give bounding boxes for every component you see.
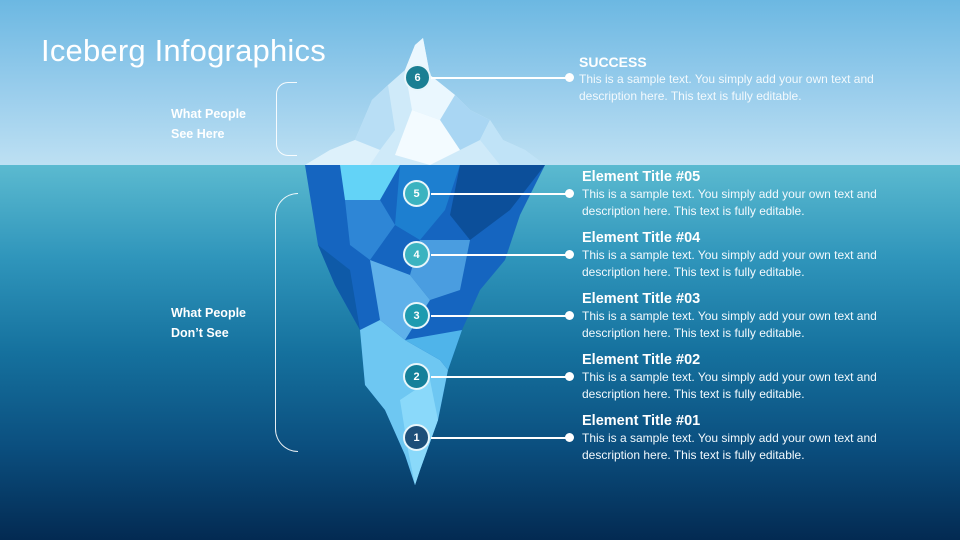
- item-title: Element Title #05: [582, 169, 701, 185]
- desc-line: description here. This text is fully edi…: [582, 204, 805, 218]
- above-label-line2: See Here: [171, 127, 225, 141]
- info-item-1: Element Title #01 This is a sample text.…: [582, 412, 902, 464]
- desc-line: This is a sample text. You simply add yo…: [579, 72, 874, 86]
- connector-dot-3: [565, 311, 574, 320]
- connector-dot-2: [565, 372, 574, 381]
- info-item-4: Element Title #04 This is a sample text.…: [582, 229, 902, 281]
- step-badge-5: 5: [403, 180, 430, 207]
- connector-dot-1: [565, 433, 574, 442]
- item-title: Element Title #04: [582, 230, 701, 246]
- item-description: This is a sample text. You simply add yo…: [582, 247, 902, 281]
- item-title: Element Title #03: [582, 291, 701, 307]
- desc-line: This is a sample text. You simply add yo…: [582, 370, 877, 384]
- desc-line: description here. This text is fully edi…: [582, 326, 805, 340]
- item-description: This is a sample text. You simply add yo…: [579, 71, 899, 105]
- above-water-bracket: [276, 82, 297, 156]
- connector-line-2: [431, 376, 569, 378]
- step-badge-3: 3: [403, 302, 430, 329]
- step-badge-2: 2: [403, 363, 430, 390]
- step-badge-1: 1: [403, 424, 430, 451]
- item-description: This is a sample text. You simply add yo…: [582, 369, 902, 403]
- badge-number: 6: [414, 71, 421, 84]
- connector-line-6: [431, 77, 569, 79]
- desc-line: description here. This text is fully edi…: [579, 89, 802, 103]
- above-water-label: What People See Here: [171, 104, 246, 144]
- desc-line: This is a sample text. You simply add yo…: [582, 309, 877, 323]
- below-water-bracket: [275, 193, 298, 452]
- badge-number: 4: [413, 248, 420, 261]
- connector-line-4: [431, 254, 569, 256]
- page-title: Iceberg Infographics: [41, 33, 326, 68]
- desc-line: description here. This text is fully edi…: [582, 265, 805, 279]
- info-item-2: Element Title #02 This is a sample text.…: [582, 351, 902, 403]
- info-item-3: Element Title #03 This is a sample text.…: [582, 290, 902, 342]
- badge-number: 5: [413, 187, 420, 200]
- info-item-5: Element Title #05 This is a sample text.…: [582, 168, 902, 220]
- above-label-line1: What People: [171, 107, 247, 121]
- item-description: This is a sample text. You simply add yo…: [582, 430, 902, 464]
- connector-dot-5: [565, 189, 574, 198]
- badge-number: 1: [413, 431, 420, 444]
- below-label-line1: What People: [171, 306, 247, 320]
- item-title: Element Title #02: [582, 352, 701, 368]
- desc-line: This is a sample text. You simply add yo…: [582, 431, 877, 445]
- desc-line: description here. This text is fully edi…: [582, 448, 805, 462]
- step-badge-4: 4: [403, 241, 430, 268]
- connector-dot-6: [565, 73, 574, 82]
- desc-line: This is a sample text. You simply add yo…: [582, 248, 877, 262]
- item-title: Element Title #01: [582, 413, 701, 429]
- item-title: SUCCESS: [579, 54, 647, 70]
- badge-number: 3: [413, 309, 420, 322]
- desc-line: This is a sample text. You simply add yo…: [582, 187, 877, 201]
- item-description: This is a sample text. You simply add yo…: [582, 186, 902, 220]
- desc-line: description here. This text is fully edi…: [582, 387, 805, 401]
- item-description: This is a sample text. You simply add yo…: [582, 308, 902, 342]
- info-item-6: SUCCESS This is a sample text. You simpl…: [579, 53, 899, 105]
- connector-dot-4: [565, 250, 574, 259]
- badge-number: 2: [413, 370, 420, 383]
- connector-line-1: [431, 437, 569, 439]
- below-water-label: What People Don’t See: [171, 303, 246, 343]
- connector-line-3: [431, 315, 569, 317]
- connector-line-5: [431, 193, 569, 195]
- step-badge-6: 6: [404, 64, 431, 91]
- below-label-line2: Don’t See: [171, 326, 229, 340]
